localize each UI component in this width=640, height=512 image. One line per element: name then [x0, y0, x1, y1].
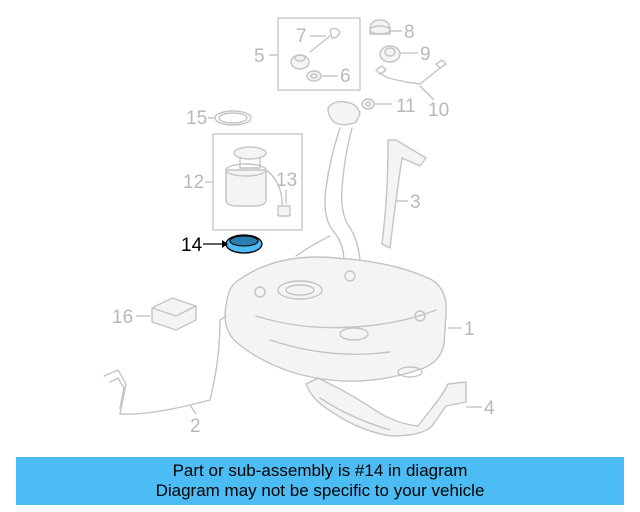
part-6-seal: [306, 70, 322, 82]
part-1-fuel-tank: [224, 256, 447, 382]
callout-12: 12: [183, 172, 204, 193]
part-11-nut: [361, 98, 375, 110]
callout-16: 16: [112, 307, 133, 328]
filler-neck: [295, 100, 361, 263]
callout-2: 2: [190, 416, 201, 437]
part-2-strap: [103, 315, 227, 415]
callout-8: 8: [404, 22, 415, 43]
info-banner: Part or sub-assembly is #14 in diagram D…: [16, 457, 624, 505]
group-box-5: [277, 17, 361, 91]
part-13-sender: [277, 205, 291, 217]
part-12-fuel-pump: [225, 146, 283, 209]
part-15-lock-ring: [214, 110, 252, 126]
part-10-harness: [375, 59, 447, 85]
banner-line-1: Part or sub-assembly is #14 in diagram: [172, 461, 468, 480]
callout-1: 1: [464, 319, 475, 340]
callout-14: 14: [181, 235, 203, 256]
banner-line-2: Diagram may not be specific to your vehi…: [155, 481, 485, 500]
callout-7: 7: [296, 26, 307, 47]
callout-10: 10: [428, 100, 449, 121]
part-9-grommet: [379, 45, 401, 63]
callout-4: 4: [484, 398, 495, 419]
callout-3: 3: [410, 192, 421, 213]
callout-9: 9: [420, 44, 431, 65]
part-7-clip: [309, 27, 341, 53]
part-16-control-module: [151, 297, 197, 331]
part-5-grommet: [290, 54, 310, 70]
part-14-seal-ring: [225, 234, 263, 254]
part-3-heat-shield: [381, 139, 427, 249]
part-8-cap: [369, 19, 391, 35]
callout-13: 13: [276, 170, 297, 191]
part-4-shield: [305, 377, 467, 437]
callout-11: 11: [396, 96, 416, 117]
callout-5: 5: [254, 46, 265, 67]
callout-15: 15: [186, 108, 207, 129]
callout-6: 6: [340, 66, 351, 87]
